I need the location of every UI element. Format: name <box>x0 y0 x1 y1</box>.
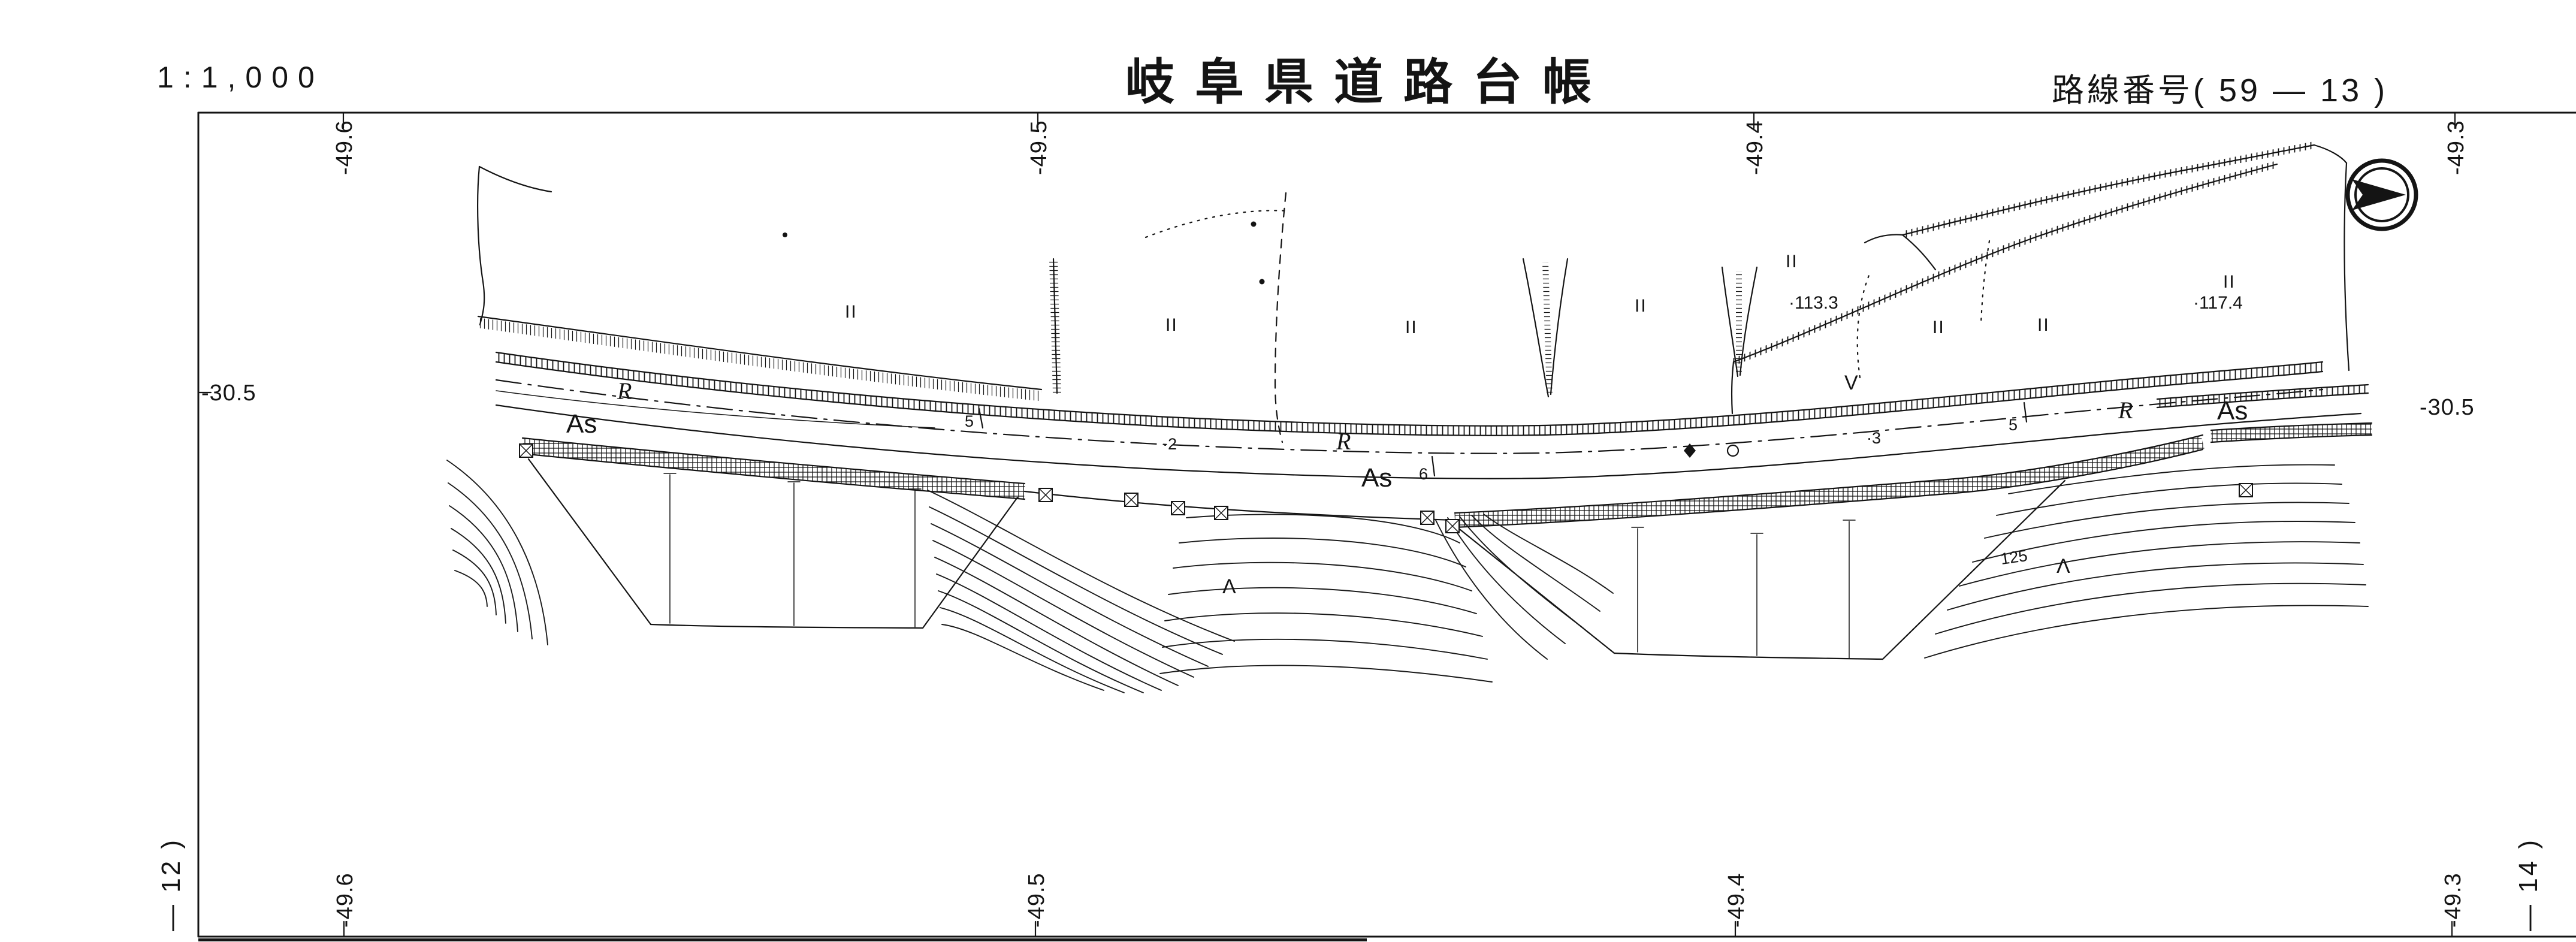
grid-label-right: -30.5 <box>2420 395 2475 420</box>
surface-label-as: As <box>1361 463 1392 493</box>
vegetation-mark: Λ <box>2056 555 2070 578</box>
surface-label-as: As <box>2217 396 2248 425</box>
contours-right <box>1924 464 2369 659</box>
contours-center <box>1159 514 1493 683</box>
stone-step-path-lower <box>1731 161 2278 415</box>
field-mark: II <box>1932 318 1945 337</box>
sheet-frame <box>197 111 2576 941</box>
curve-label-r: R <box>1336 428 1351 455</box>
grid-label-top-2: -49.5 <box>1026 120 1052 175</box>
map-drawing: As As As R R R II II II II II II II II ·… <box>446 141 2373 693</box>
boundary-markers <box>519 401 2253 533</box>
spot-elevation: ·117.4 <box>2193 293 2243 313</box>
width-tick <box>2023 401 2028 423</box>
boundary-marker-icon <box>1445 519 1460 533</box>
width-tick <box>1431 455 1436 477</box>
sheet-ref-left: — 12 ) <box>156 838 186 931</box>
station-number: 5 <box>2009 416 2018 434</box>
north-arrow-icon <box>2345 158 2418 231</box>
map-text-labels: As As As R R R II II II II II II II II ·… <box>566 252 2248 598</box>
grid-labels: -49.6 -49.5 -49.4 -49.3 -49.6 -49.5 -49.… <box>156 120 2543 931</box>
field-mark: II <box>845 302 857 322</box>
grid-label-bottom-4: -49.3 <box>2441 872 2466 928</box>
manhole-icon <box>1726 444 1740 457</box>
station-number: ·3 <box>1867 429 1881 447</box>
field-mark: II <box>1405 318 1418 337</box>
field-boundaries <box>477 165 1991 443</box>
contour-label: 125 <box>2000 547 2029 568</box>
stone-step-path-upper <box>1864 141 2348 271</box>
boundary-marker-icon <box>519 443 533 458</box>
boundary-marker-icon <box>1171 501 1185 515</box>
gully-left <box>1522 258 1569 398</box>
width-tick <box>978 407 984 429</box>
grid-label-bottom-2: -49.5 <box>1024 872 1049 928</box>
boundary-marker-icon <box>1420 511 1435 525</box>
sheet-ref-right: — 14 ) <box>2514 838 2543 931</box>
slope-survey-left <box>527 458 1019 629</box>
embankment-upper-left <box>477 315 1043 401</box>
field-mark: II <box>1635 296 1647 316</box>
grid-label-top-3: -49.4 <box>1743 120 1768 175</box>
sheet-title: 岐阜県道路台帳 <box>1125 55 1612 110</box>
route-number-label: 路線番号( 59 — 13 ) <box>2052 73 2388 108</box>
station-number: 5 <box>965 412 974 430</box>
retaining-wall-left <box>521 437 1026 500</box>
vegetation-mark: V <box>1844 372 1858 394</box>
station-number: 6 <box>1419 465 1428 483</box>
gully-right <box>1721 266 1758 378</box>
field-mark: II <box>1786 252 1798 271</box>
grid-label-bottom-1: -49.6 <box>333 872 358 928</box>
curve-label-r: R <box>2118 397 2133 424</box>
boundary-marker-icon <box>1214 506 1228 520</box>
grid-label-bottom-3: -49.4 <box>1724 872 1749 928</box>
retaining-wall-mid <box>1454 434 2204 529</box>
boundary-marker-icon <box>1038 488 1053 502</box>
scale-label: 1:1,000 <box>157 61 324 94</box>
retaining-wall-connector <box>1023 490 1456 521</box>
curve-label-r: R <box>617 378 632 404</box>
road-upper-gutter-right <box>2156 384 2369 409</box>
field-boundary-right <box>2344 162 2350 372</box>
grid-label-top-4: -49.3 <box>2444 120 2469 175</box>
contours-far-left <box>446 460 548 645</box>
vegetation-mark: Λ <box>1222 575 1236 598</box>
road-upper-gutter <box>495 351 2324 436</box>
field-mark: II <box>1165 315 1178 335</box>
field-mark: II <box>2223 272 2236 292</box>
contours-fan-right-of-center <box>1435 514 1614 660</box>
slope-survey-right <box>1456 479 2066 660</box>
surface-label-as: As <box>566 409 597 439</box>
station-number: ·2 <box>1162 435 1177 453</box>
control-point-diamond-icon <box>1684 443 1696 458</box>
retaining-wall-right <box>2210 422 2373 443</box>
stairway-strip <box>1049 258 1061 394</box>
field-mark: II <box>2037 315 2050 335</box>
boundary-marker-icon <box>1124 493 1138 507</box>
boundary-marker-icon <box>2239 483 2253 497</box>
contours-steep-fan <box>927 490 1235 693</box>
grid-label-top-1: -49.6 <box>332 120 357 175</box>
roadway-lines <box>495 379 2362 479</box>
grid-label-left: -30.5 <box>201 381 256 406</box>
spot-elevation: ·113.3 <box>1789 293 1838 313</box>
